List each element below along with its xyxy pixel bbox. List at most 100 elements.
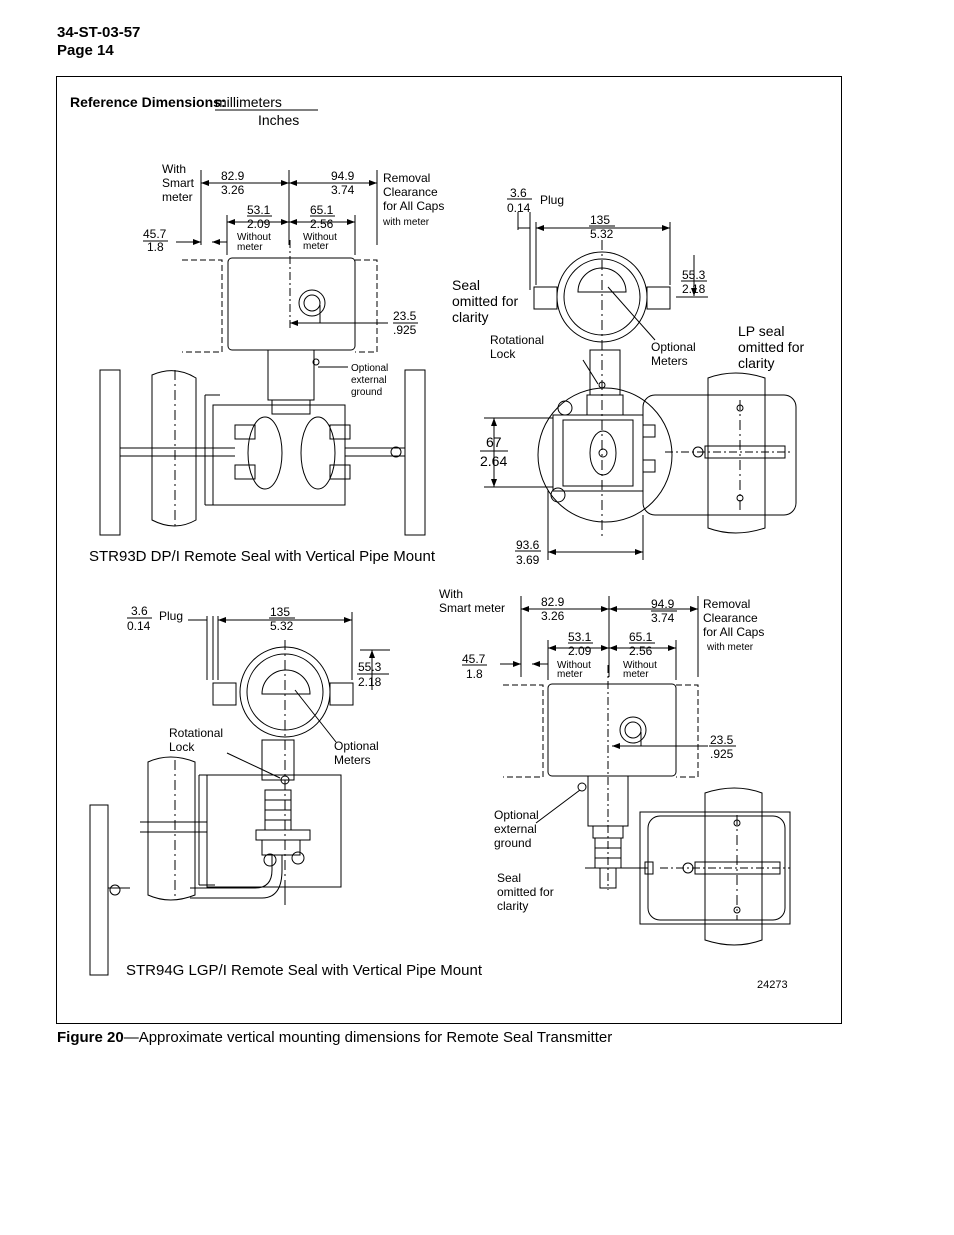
fig-c-553-in: 2.18	[358, 675, 382, 689]
fig-b-135-mm: 135	[590, 213, 610, 227]
fig-d-949-mm: 94.9	[651, 597, 675, 611]
fig-d-seal-2: omitted for	[497, 885, 554, 899]
fig-d-ground-2: external	[494, 822, 537, 836]
fig-a-removal-1: Removal	[383, 171, 430, 185]
fig-a-ground-3: ground	[351, 387, 382, 398]
fig-d-removal-1: Removal	[703, 597, 750, 611]
fig-c-553-mm: 55.3	[358, 660, 382, 674]
fig-b-sensor-body	[552, 414, 644, 492]
fig-a-left-diaphragm	[247, 416, 283, 490]
fig-c-rotational: Rotational	[169, 726, 223, 740]
fig-c-labels: 3.6 0.14 Plug 135 5.32 55.3 2.18 Rotatio…	[126, 604, 483, 979]
fig-b-meters: Meters	[651, 354, 688, 368]
fig-d-seal-1: Seal	[497, 871, 521, 885]
fig-b-67-in: 2.64	[480, 453, 507, 469]
fig-d-829-mm: 82.9	[541, 595, 565, 609]
fig-b-neck	[589, 349, 621, 396]
fig-d-labels: With Smart meter 82.9 3.26 94.9 3.74 Rem…	[439, 587, 788, 991]
fig-d-with-2: Smart meter	[439, 601, 505, 615]
fig-a-removal-3: for All Caps	[383, 199, 444, 213]
fig-c-drawing	[89, 612, 390, 976]
doc-number: 34-ST-03-57	[57, 24, 141, 41]
fig-d-ground-1: Optional	[494, 808, 539, 822]
fig-b-lp-1: LP seal	[738, 323, 784, 339]
fig-d-without-3: Without	[623, 660, 657, 671]
fig-a-ground-1: Optional	[351, 363, 388, 374]
fig-d-right-cap-clearance	[676, 684, 699, 778]
fig-a-right-flange	[404, 369, 426, 536]
fig-b-u-bolt	[704, 445, 786, 459]
fig-b-936-mm: 93.6	[516, 538, 540, 552]
fig-b-seal-2: omitted for	[452, 293, 518, 309]
fig-d-seal-3: clarity	[497, 899, 528, 913]
fig-d-without-2: meter	[557, 669, 583, 680]
fig-a-conduit-port	[298, 289, 326, 317]
fig-d-829-in: 3.26	[541, 609, 565, 623]
fig-d-without-1: Without	[557, 660, 591, 671]
unit-millimeters: millimeters	[215, 94, 282, 110]
fig-b-bracket	[642, 394, 797, 516]
fig-d-removal-4: with meter	[706, 642, 754, 653]
fig-d-pipe	[704, 787, 763, 946]
fig-d-ground-3: ground	[494, 836, 531, 850]
fig-b-553-mm: 55.3	[682, 268, 706, 282]
fig-d-u-bolt	[694, 861, 781, 875]
fig-b-36-mm: 3.6	[510, 186, 527, 200]
fig-c-bracket	[206, 774, 342, 888]
fig-d-949-in: 3.74	[651, 611, 675, 625]
fig-b-seal-1: Seal	[452, 277, 480, 293]
fig-a-labels: With Smart meter 82.9 3.26 94.9 3.74 Rem…	[89, 162, 444, 565]
figure-caption: Figure 20—Approximate vertical mounting …	[57, 1029, 612, 1046]
fig-b-36-in: 0.14	[507, 201, 531, 215]
fig-c-pipe	[147, 756, 196, 901]
fig-d-651-mm: 65.1	[629, 630, 653, 644]
page-number: Page 14	[57, 42, 114, 59]
fig-b-lock: Lock	[490, 347, 516, 361]
fig-b-optional: Optional	[651, 340, 696, 354]
fig-a-949-mm: 94.9	[331, 169, 355, 183]
fig-a-829-in: 3.26	[221, 183, 245, 197]
fig-a-ground-2: external	[351, 375, 387, 386]
fig-a-drawing	[99, 170, 426, 536]
fig-c-plug: Plug	[159, 609, 183, 623]
fig-c-36-mm: 3.6	[131, 604, 148, 618]
fig-a-949-in: 3.74	[331, 183, 355, 197]
fig-d-meter-housing	[547, 683, 677, 777]
fig-a-235-in: .925	[393, 323, 417, 337]
fig-d-left-cap-clearance	[503, 684, 544, 778]
fig-b-553-in: 2.18	[682, 282, 706, 296]
fig-d-235-in: .925	[710, 747, 734, 761]
fig-b-lp-2: omitted for	[738, 339, 804, 355]
fig-a-title: STR93D DP/I Remote Seal with Vertical Pi…	[89, 548, 436, 565]
fig-b-drawing	[484, 212, 797, 560]
fig-a-left-cap-clearance	[182, 259, 223, 353]
fig-a-with-label-1: With	[162, 162, 186, 176]
fig-c-lock: Lock	[169, 740, 195, 754]
fig-a-ground-screw	[312, 358, 320, 366]
fig-b-rotational: Rotational	[490, 333, 544, 347]
reference-label: Reference Dimensions:	[70, 94, 226, 110]
caption-text: —Approximate vertical mounting dimension…	[123, 1029, 613, 1046]
fig-c-36-in: 0.14	[127, 619, 151, 633]
fig-d-531-mm: 53.1	[568, 630, 592, 644]
fig-c-135-in: 5.32	[270, 619, 294, 633]
fig-d-651-in: 2.56	[629, 644, 653, 658]
fig-c-optional: Optional	[334, 739, 379, 753]
fig-a-right-diaphragm	[300, 416, 336, 490]
fig-d-drawing	[500, 596, 791, 946]
fig-d-removal-2: Clearance	[703, 611, 758, 625]
fig-a-pipe	[151, 370, 197, 527]
fig-a-right-cap-clearance	[355, 259, 378, 353]
fig-a-651-in: 2.56	[310, 217, 334, 231]
fig-c-meters: Meters	[334, 753, 371, 767]
fig-a-with-label-3: meter	[162, 190, 193, 204]
fig-a-without-3: Without	[303, 232, 337, 243]
drawing-number: 24273	[757, 979, 788, 991]
fig-a-235-mm: 23.5	[393, 309, 417, 323]
fig-a-531-in: 2.09	[247, 217, 271, 231]
fig-c-title: STR94G LGP/I Remote Seal with Vertical P…	[126, 962, 483, 979]
fig-a-without-2: meter	[237, 242, 263, 253]
fig-a-531-mm: 53.1	[247, 203, 271, 217]
fig-a-meter-housing	[227, 257, 356, 351]
